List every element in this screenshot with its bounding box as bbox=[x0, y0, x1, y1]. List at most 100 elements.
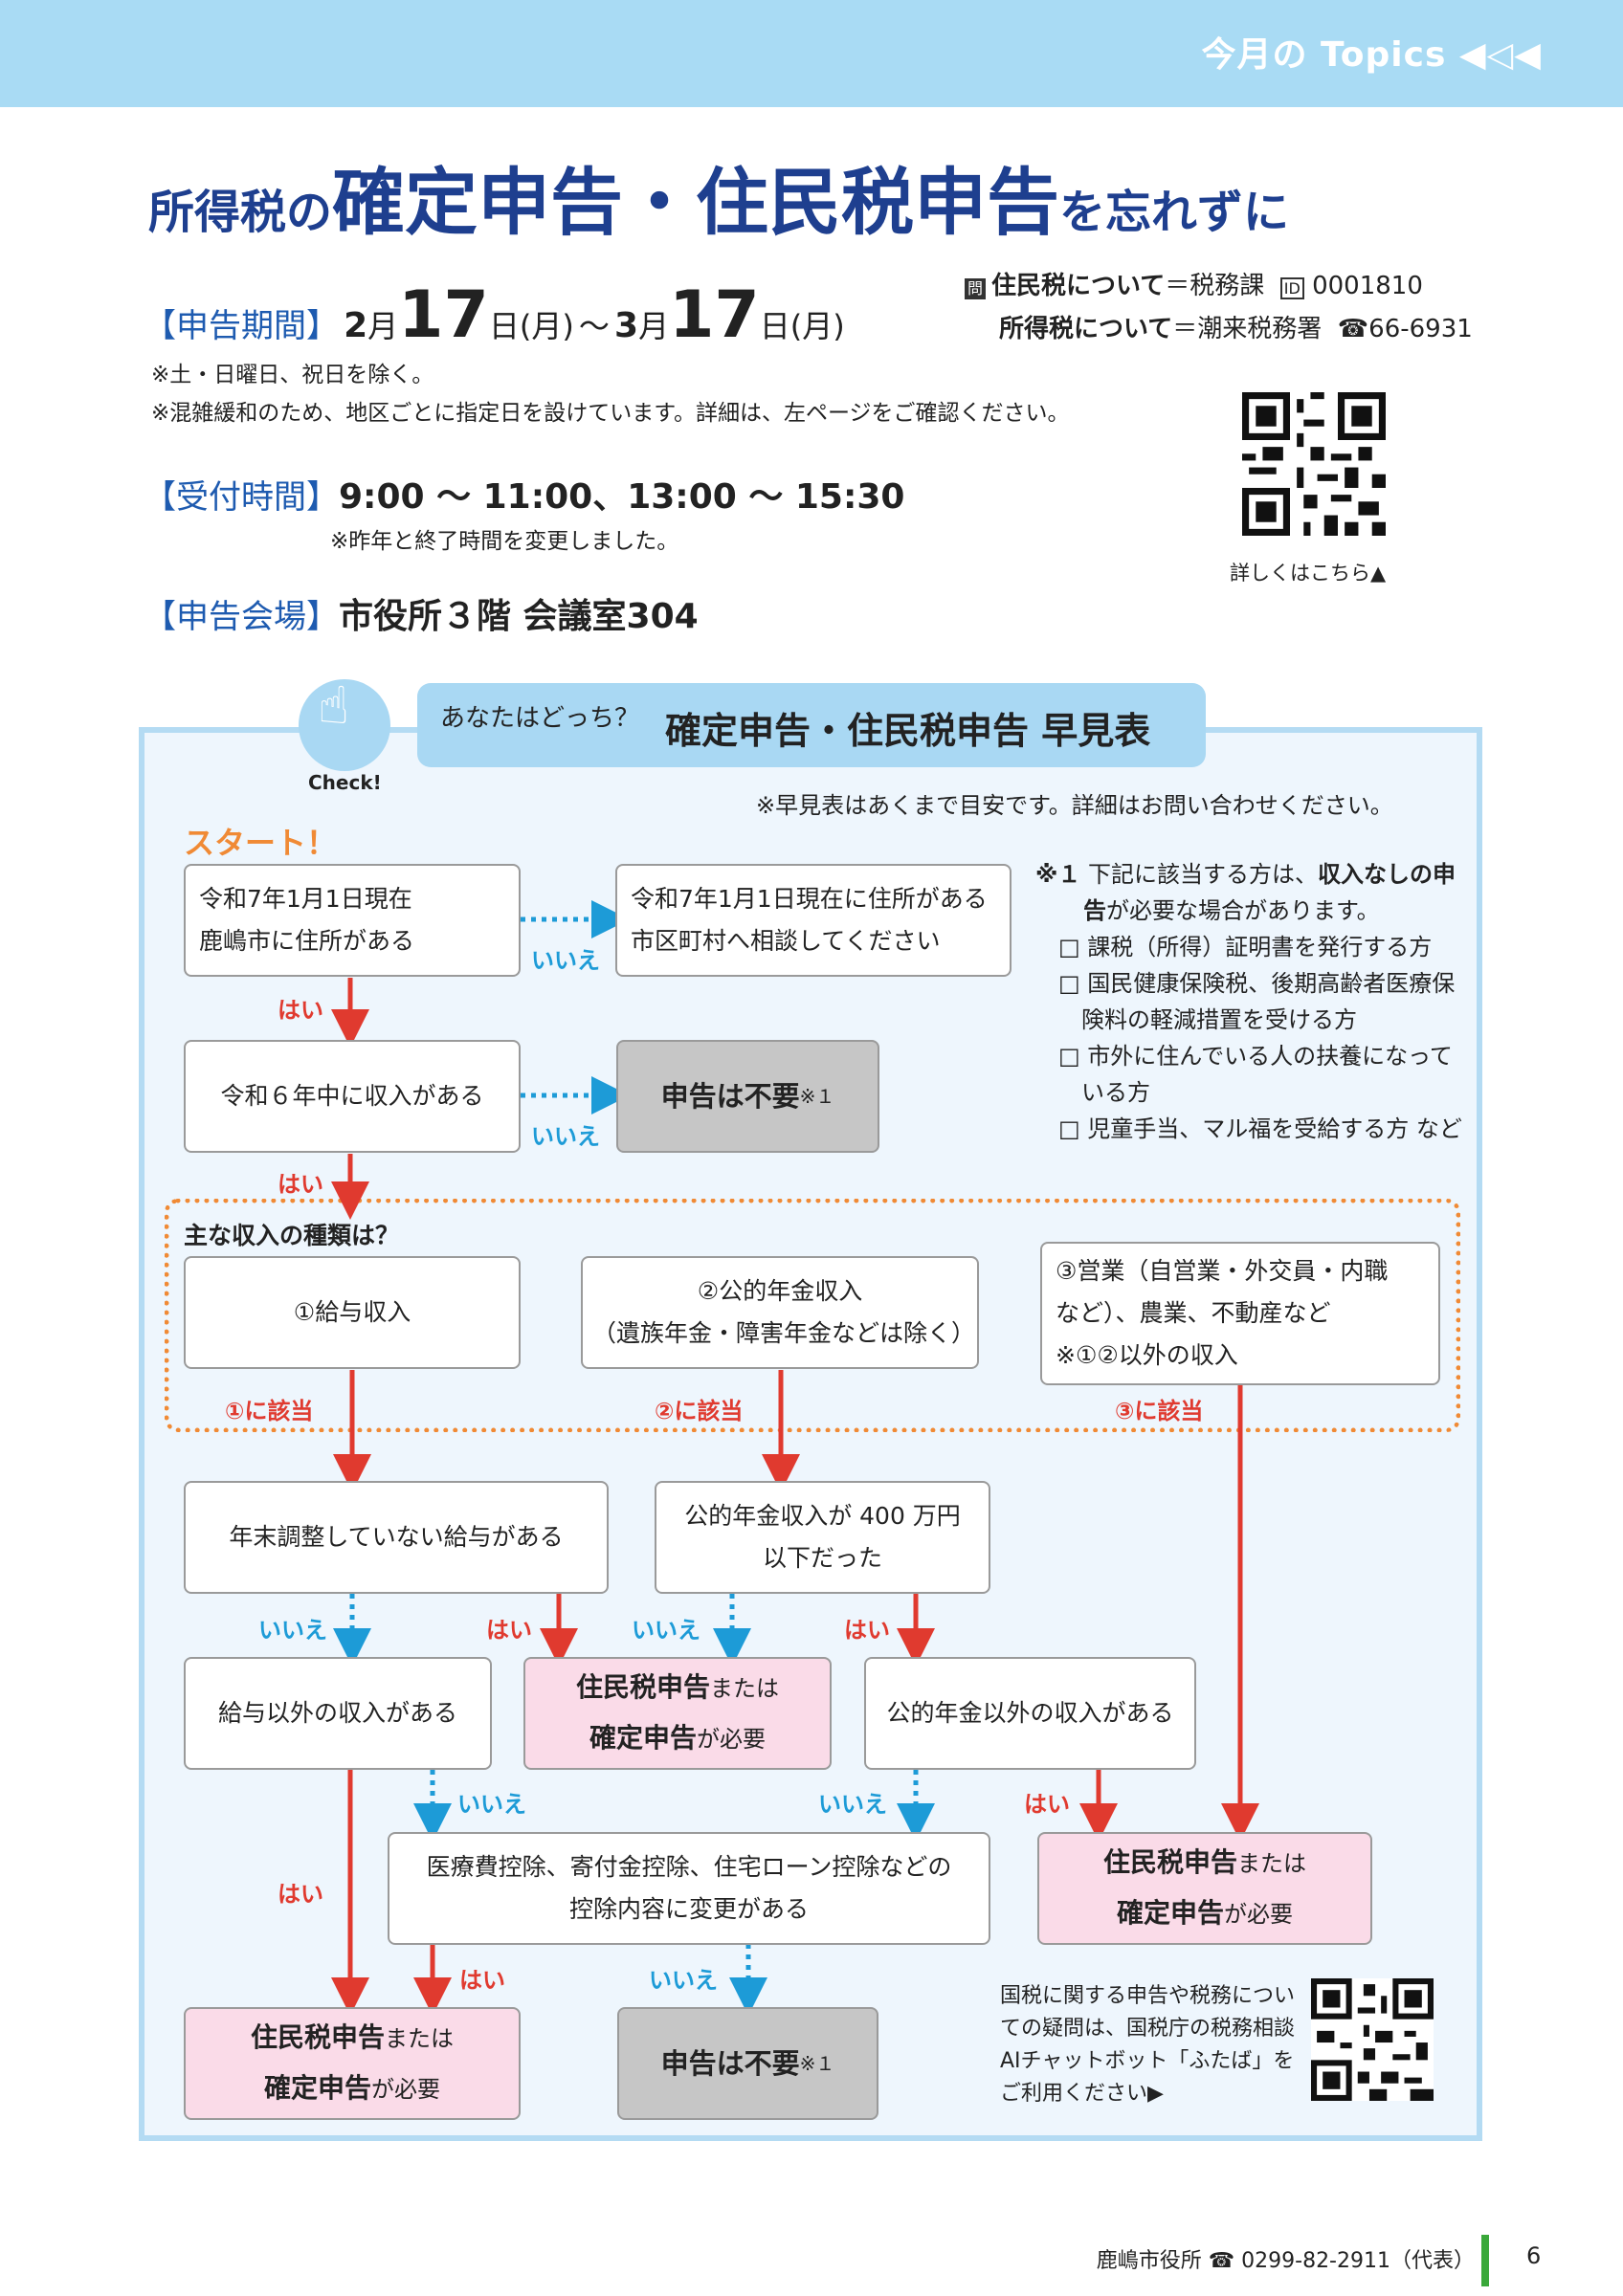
req-c: 確定申告 bbox=[263, 2072, 371, 2104]
required-text: 住民税申告または確定申告が必要 bbox=[1103, 1838, 1306, 1939]
qr-caption: 詳しくはこちら▲ bbox=[1230, 562, 1387, 585]
footer-contact: 鹿嶋市役所 ☎ 0299-82-2911（代表） bbox=[1097, 2243, 1475, 2274]
title-part1: 所得税の bbox=[148, 186, 333, 239]
yes-label: はい bbox=[486, 1617, 532, 1644]
box-pension-400: 公的年金収入が 400 万円 以下だった bbox=[655, 1481, 990, 1594]
result-not-required-2: 申告は不要※１ bbox=[617, 2007, 878, 2120]
note-mark: ※１ bbox=[799, 1085, 835, 1108]
req-c: 確定申告 bbox=[1116, 1897, 1224, 1929]
end-day: 17 bbox=[669, 277, 760, 353]
note-no-income: ※１ 下記に該当する方は、収入なしの申告が必要な場合があります。 □ 課税（所得… bbox=[1035, 856, 1466, 1147]
end-month: 3 bbox=[614, 306, 639, 345]
filing-period: 【申告期間】 2月17日(月) ～ 3月17日(月) bbox=[144, 277, 845, 353]
yes-label: はい bbox=[278, 997, 323, 1024]
box-non-pension-income: 公的年金以外の収入がある bbox=[864, 1657, 1196, 1770]
note-head: ※１ 下記に該当する方は、収入なしの申告が必要な場合があります。 bbox=[1035, 856, 1466, 929]
footer-divider bbox=[1481, 2235, 1489, 2286]
box-consult-other-city: 令和7年1月1日現在に住所がある 市区町村へ相談してください bbox=[615, 864, 1012, 977]
yes-label: はい bbox=[1024, 1791, 1070, 1818]
contact-line1: 問住民税について＝税務課 ID 0001810 bbox=[965, 266, 1473, 309]
footer-office: 鹿嶋市役所 bbox=[1096, 2249, 1202, 2273]
income-type-title: 主な収入の種類は？ bbox=[184, 1222, 400, 1249]
phone-icon: ☎ bbox=[1208, 2249, 1235, 2273]
box-type-salary: ①給与収入 bbox=[184, 1256, 521, 1369]
req-b: または bbox=[385, 2025, 454, 2052]
contact-income-value: ＝潮来税務署 bbox=[1172, 315, 1323, 343]
period-note1: ※土・日曜日、祝日を除く。 bbox=[151, 363, 434, 387]
pointing-hand-icon: ☝ bbox=[318, 675, 349, 736]
type3-match: ③に該当 bbox=[1115, 1398, 1204, 1424]
newspaper-icon: 問 bbox=[965, 278, 986, 299]
req-d: が必要 bbox=[697, 1726, 766, 1753]
footer-tel: 0299-82-2911（代表） bbox=[1241, 2249, 1475, 2273]
flowchart-tab-sub: あなたはどっち？ bbox=[440, 704, 640, 733]
range-tilde: ～ bbox=[578, 308, 610, 344]
phone-icon: ☎ bbox=[1337, 315, 1369, 343]
flowchart-tab bbox=[417, 683, 1206, 767]
result-not-required-1: 申告は不要※１ bbox=[616, 1040, 879, 1153]
req-a: 住民税申告 bbox=[250, 2021, 385, 2053]
start-dow: (月) bbox=[519, 308, 574, 344]
contact-id: 0001810 bbox=[1312, 272, 1423, 300]
box-salary-unadjusted: 年末調整していない給与がある bbox=[184, 1481, 609, 1594]
note-intro-c: が必要な場合があります。 bbox=[1106, 897, 1380, 924]
note-intro-a: 下記に該当する方は、 bbox=[1087, 861, 1318, 888]
note-item: □ 市外に住んでいる人の扶養になっている方 bbox=[1058, 1043, 1453, 1106]
box-type-pension: ②公的年金収入 （遺族年金・障害年金などは除く） bbox=[581, 1256, 979, 1369]
start-label: スタート！ bbox=[184, 825, 338, 861]
box-income-r6: 令和６年中に収入がある bbox=[184, 1040, 521, 1153]
req-d: が必要 bbox=[371, 2076, 440, 2103]
check-label: Check! bbox=[308, 771, 382, 794]
day-unit: 日 bbox=[759, 308, 790, 344]
required-text: 住民税申告または確定申告が必要 bbox=[576, 1663, 779, 1764]
qr-code-icon[interactable] bbox=[1242, 392, 1386, 536]
no-label: いいえ bbox=[649, 1967, 718, 1994]
req-b: または bbox=[1237, 1850, 1306, 1877]
note-intro-b: 収入なしの申告 bbox=[1083, 861, 1456, 924]
header-band bbox=[0, 0, 1623, 107]
no-label: いいえ bbox=[531, 947, 600, 974]
period-note2: ※混雑緩和のため、地区ごとに指定日を設けています。詳細は、左ページをご確認くださ… bbox=[151, 401, 1070, 426]
venue-value: 市役所３階 会議室304 bbox=[339, 597, 699, 636]
no-label: いいえ bbox=[258, 1617, 327, 1644]
id-icon: ID bbox=[1279, 277, 1304, 299]
no-label: いいえ bbox=[632, 1617, 700, 1644]
note-mark: ※１ bbox=[799, 2052, 835, 2075]
req-a: 住民税申告 bbox=[1102, 1846, 1237, 1878]
end-dow: (月) bbox=[789, 308, 845, 344]
title-part2: 確定申告・住民税申告 bbox=[332, 160, 1060, 245]
req-c: 確定申告 bbox=[589, 1722, 697, 1754]
contact-info: 問住民税について＝税務課 ID 0001810 所得税について＝潮来税務署 ☎6… bbox=[965, 266, 1473, 349]
venue-label: 【申告会場】 bbox=[144, 598, 339, 636]
hours-value: 9:00 ～ 11:00、13:00 ～ 15:30 bbox=[339, 477, 905, 517]
yes-label: はい bbox=[278, 1171, 323, 1198]
type2-match: ②に該当 bbox=[655, 1398, 744, 1424]
venue: 【申告会場】市役所３階 会議室304 bbox=[144, 588, 699, 638]
box-address-kashima: 令和7年1月1日現在 鹿嶋市に住所がある bbox=[184, 864, 521, 977]
title-part3: を忘れずに bbox=[1059, 186, 1290, 239]
month-unit: 月 bbox=[367, 308, 399, 344]
reception-hours: 【受付時間】9:00 ～ 11:00、13:00 ～ 15:30 bbox=[144, 469, 904, 519]
page-number: 6 bbox=[1526, 2242, 1542, 2269]
note-head-mark: ※１ bbox=[1035, 861, 1081, 888]
no-label: いいえ bbox=[457, 1791, 526, 1818]
yes-label: はい bbox=[844, 1617, 890, 1644]
not-required-text: 申告は不要 bbox=[660, 2047, 800, 2080]
box-non-salary-income: 給与以外の収入がある bbox=[184, 1657, 492, 1770]
req-b: または bbox=[710, 1675, 779, 1702]
page-title: 所得税の確定申告・住民税申告を忘れずに bbox=[148, 144, 1289, 249]
check-badge bbox=[299, 679, 390, 771]
no-label: いいえ bbox=[531, 1123, 600, 1150]
box-type-business: ③営業（自営業・外交員・内職 など）、農業、不動産など ※①②以外の収入 bbox=[1040, 1242, 1440, 1385]
chatbot-qr-code-icon[interactable] bbox=[1311, 1978, 1434, 2101]
req-a: 住民税申告 bbox=[575, 1671, 710, 1703]
day-unit: 日 bbox=[488, 308, 520, 344]
box-deduction-change: 医療費控除、寄付金控除、住宅ローン控除などの 控除内容に変更がある bbox=[388, 1832, 990, 1945]
income-type-frame bbox=[165, 1199, 1460, 1432]
start-month: 2 bbox=[344, 306, 368, 345]
type1-match: ①に該当 bbox=[225, 1398, 314, 1424]
start-day: 17 bbox=[398, 277, 489, 353]
contact-resident-label: 住民税について bbox=[991, 272, 1166, 300]
month-unit: 月 bbox=[638, 308, 670, 344]
result-required-3: 住民税申告または確定申告が必要 bbox=[184, 2007, 521, 2120]
